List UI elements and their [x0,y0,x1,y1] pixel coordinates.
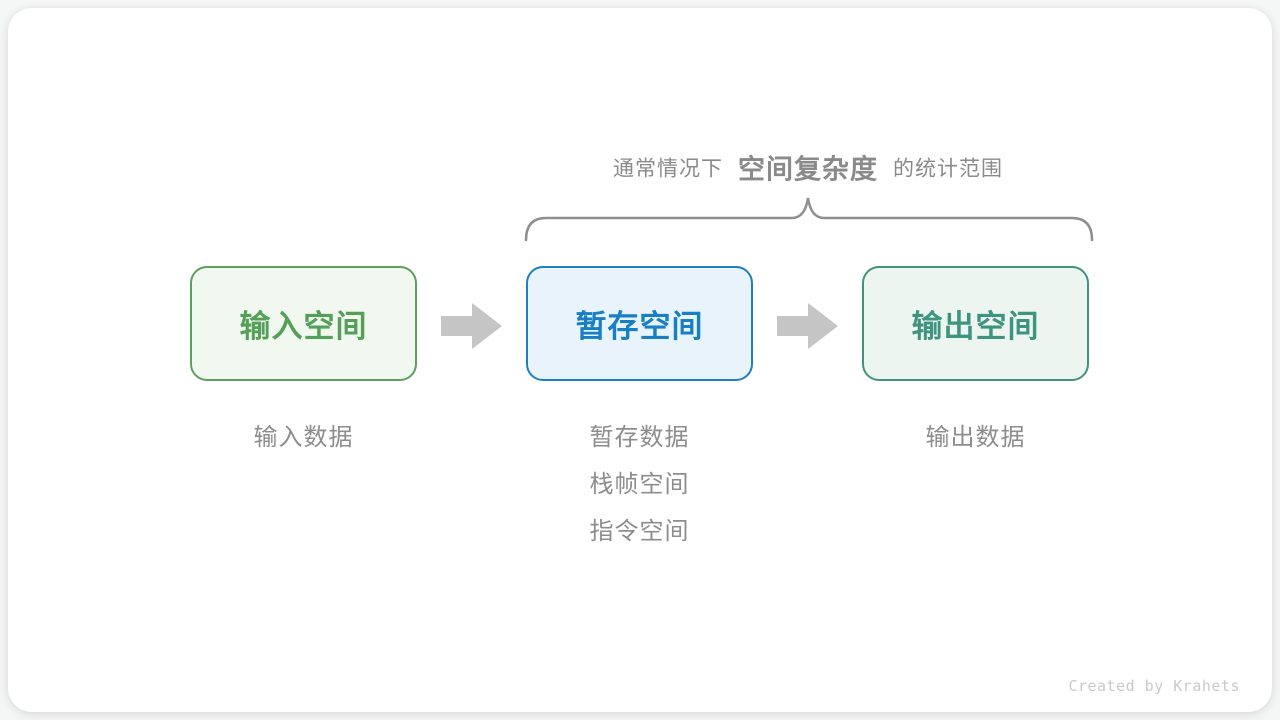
annotation-input-data: 输入数据 [253,424,354,451]
arrow-right-icon [777,303,838,349]
node-output-space-label: 输出空间 [911,309,1040,344]
annotation-stack-frame-space: 栈帧空间 [589,471,690,498]
annotations-input: 输入数据 [190,424,417,471]
node-output-space: 输出空间 [862,266,1089,381]
annotations-buffer: 暂存数据 栈帧空间 指令空间 [526,424,753,565]
credit-text: Created by Krahets [1068,677,1240,695]
node-buffer-space-label: 暂存空间 [575,309,704,344]
curly-brace-icon [524,197,1094,242]
annotation-instruction-space: 指令空间 [589,518,690,545]
node-buffer-space: 暂存空间 [526,266,753,381]
node-input-space-label: 输入空间 [239,309,368,344]
space-complexity-term: 空间复杂度 [738,154,878,185]
scope-caption: 通常情况下 空间复杂度 的统计范围 [613,148,1003,187]
annotation-output-data: 输出数据 [925,424,1026,451]
annotation-buffer-data: 暂存数据 [589,424,690,451]
scope-caption-prefix: 通常情况下 [613,157,723,180]
node-input-space: 输入空间 [190,266,417,381]
arrow-right-icon [441,303,502,349]
scope-caption-suffix: 的统计范围 [893,157,1003,180]
annotations-output: 输出数据 [862,424,1089,471]
